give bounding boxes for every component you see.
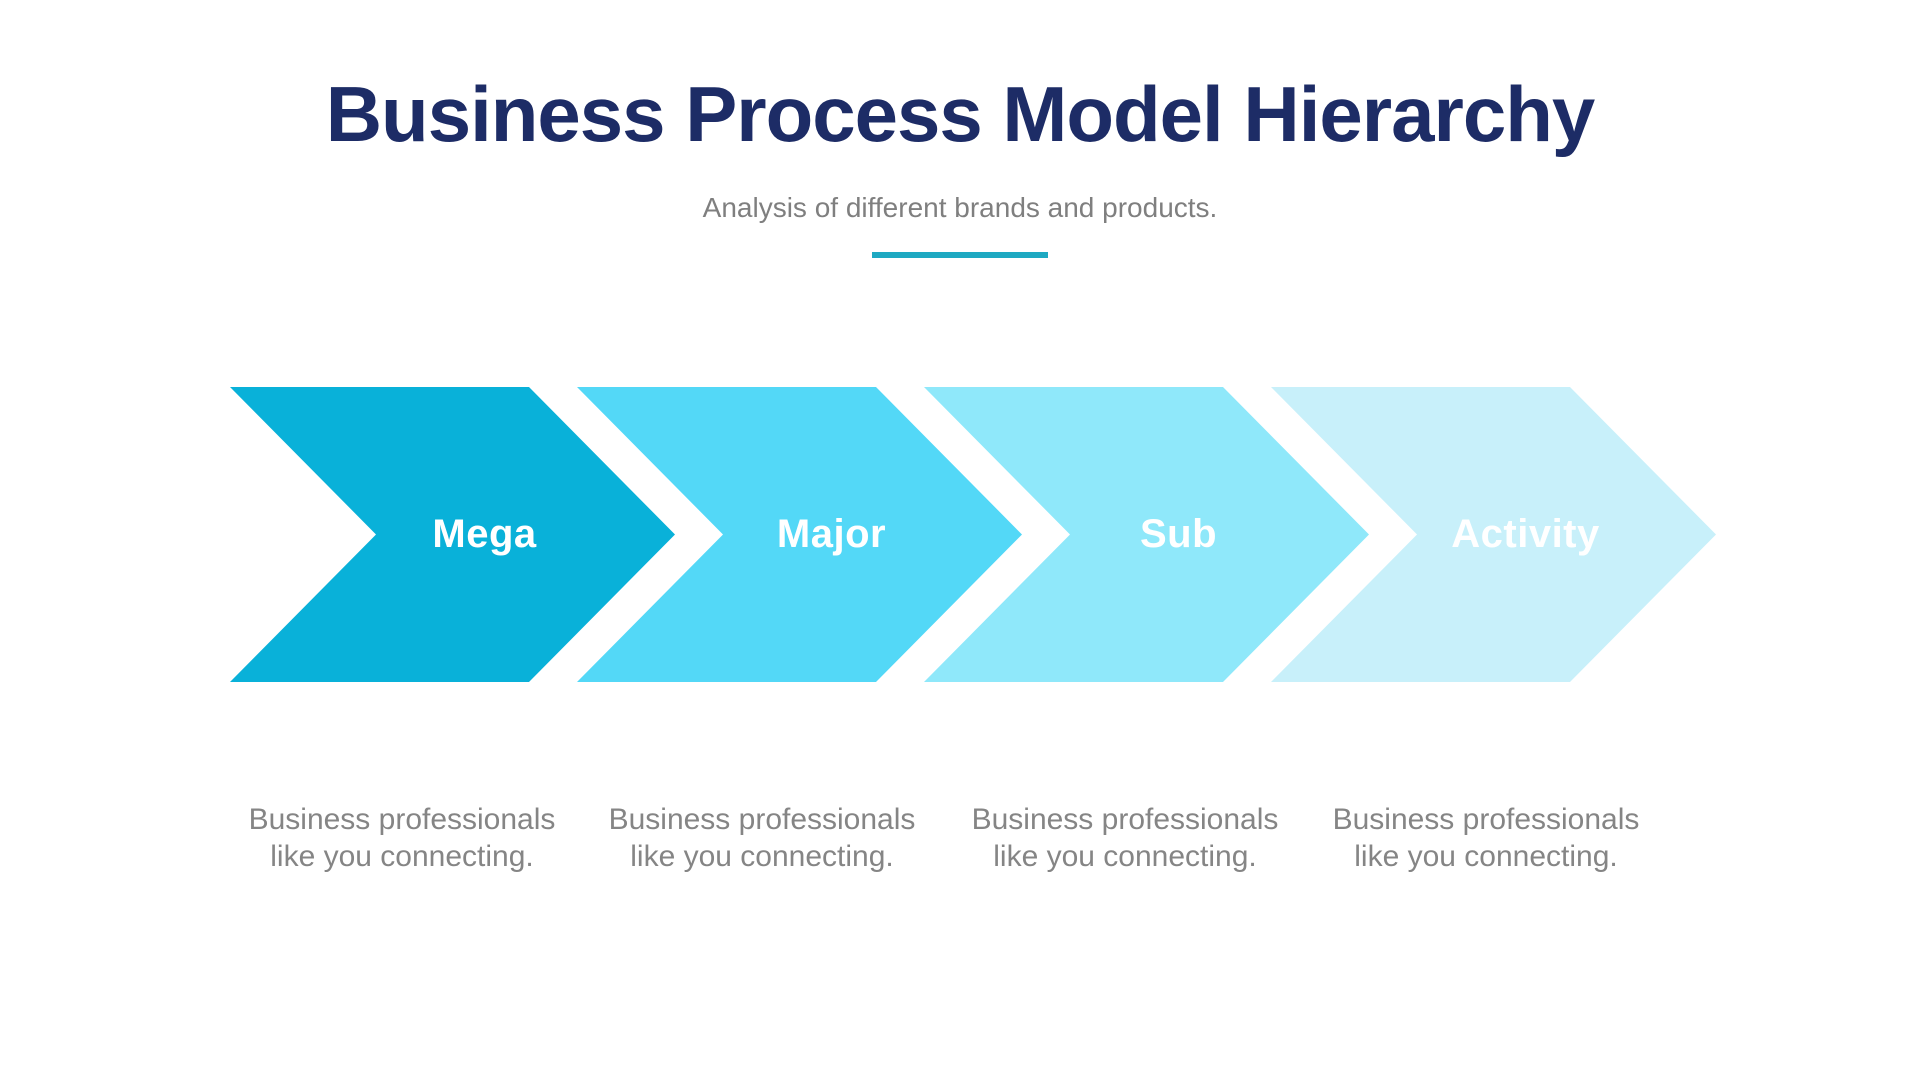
chevron-step-mega: Mega xyxy=(230,387,675,682)
page-subtitle: Analysis of different brands and product… xyxy=(702,192,1218,223)
step-description-activity: Business professionals like you connecti… xyxy=(1332,803,1640,873)
chevron-step-label: Activity xyxy=(1451,512,1600,556)
chevron-step-label: Major xyxy=(776,512,887,556)
step-description-sub: Business professionals like you connecti… xyxy=(971,803,1279,873)
page-title: Business Process Model Hierarchy xyxy=(325,70,1596,158)
step-description-major: Business professionals like you connecti… xyxy=(608,803,916,873)
chevron-step-label: Mega xyxy=(432,512,537,556)
title-accent-divider xyxy=(872,252,1048,258)
step-description-mega: Business professionals like you connecti… xyxy=(248,803,556,873)
chevron-step-label: Sub xyxy=(1139,512,1218,556)
